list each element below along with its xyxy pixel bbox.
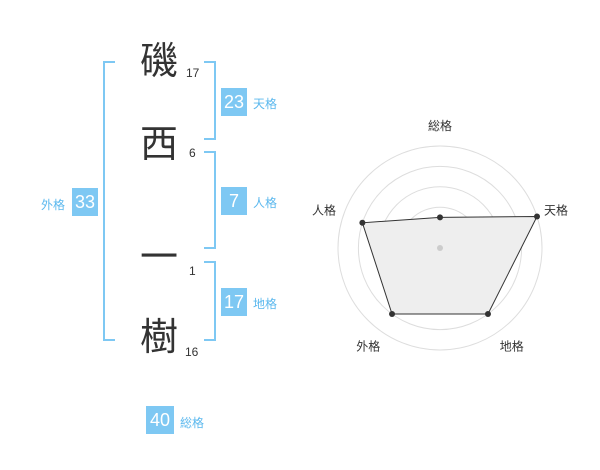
radar-ring	[337, 145, 543, 351]
tenkaku-bracket	[204, 61, 216, 140]
stroke-count-4: 16	[185, 345, 199, 359]
gaikaku-bracket	[103, 61, 115, 341]
radar-axis-label-2: 天格	[544, 202, 568, 217]
name-char-2: 西	[140, 122, 179, 166]
radar-point-5	[359, 219, 366, 226]
jinkaku-value: 7	[221, 187, 247, 215]
radar-area	[361, 215, 538, 315]
stroke-count-3: 1	[189, 264, 196, 278]
radar-axis-label-1: 総格	[428, 118, 452, 133]
chikaku-bracket	[204, 261, 216, 341]
radar-point-3	[484, 311, 491, 318]
jinkaku-label: 人格	[253, 196, 278, 210]
gaikaku-value: 33	[72, 188, 98, 216]
radar-point-2	[534, 213, 541, 220]
tenkaku-value: 23	[221, 88, 247, 116]
name-char-3: 一	[140, 235, 179, 279]
gaikaku-label: 外格	[41, 198, 66, 212]
jinkaku-bracket	[204, 151, 216, 249]
radar-axis-label-5: 人格	[312, 202, 336, 217]
stroke-count-1: 17	[186, 66, 200, 80]
stroke-count-2: 6	[189, 146, 196, 160]
chikaku-value: 17	[221, 288, 247, 316]
radar-point-4	[389, 311, 396, 318]
radar-point-1	[437, 214, 443, 221]
name-char-1: 磯	[140, 39, 179, 83]
radar-axis-label-3: 地格	[500, 339, 524, 354]
radar-axis-label-4: 外格	[356, 339, 380, 354]
name-char-4: 樹	[140, 315, 179, 359]
tenkaku-label: 天格	[253, 97, 278, 111]
radar-center-dot	[437, 245, 443, 251]
chikaku-label: 地格	[253, 297, 278, 311]
soukaku-label: 総格	[180, 416, 205, 430]
soukaku-value: 40	[146, 406, 174, 434]
